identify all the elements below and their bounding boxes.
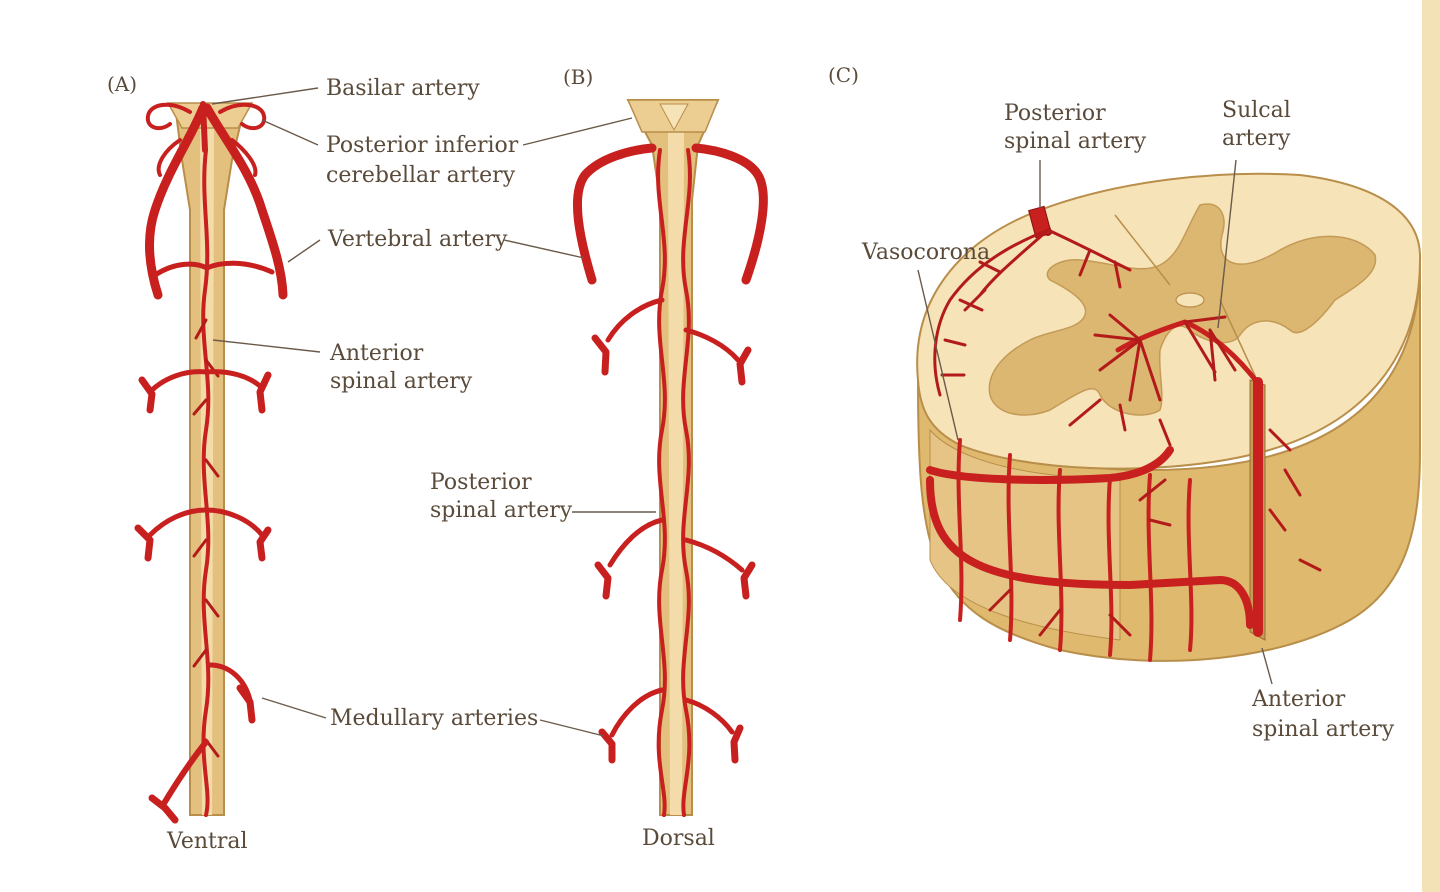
panel-c-vasocorona-top	[933, 228, 1050, 397]
leader-pica	[261, 117, 633, 146]
label-sulcal-line2: artery	[1222, 126, 1291, 151]
panel-a-vertebral-artery-left	[144, 103, 208, 300]
panel-c-vasocorona-ring-upper	[926, 446, 1174, 484]
leader-vasocorona	[917, 269, 959, 441]
panel-a-medullary-artery-2	[147, 507, 265, 538]
panel-a-medullary-artery-1	[149, 369, 265, 393]
panel-c-tag: (C)	[828, 63, 859, 87]
panel-b-medullary-stub-1r	[736, 346, 752, 386]
label-anterior-spinal-c-line2: spinal artery	[1252, 717, 1395, 742]
label-pica-line1: Posterior inferior	[326, 133, 519, 158]
panel-b-dorsal-view	[572, 99, 768, 817]
caption-ventral: Ventral	[166, 829, 248, 854]
panel-a-pica-left	[145, 102, 192, 131]
leader-anterior-spinal-a	[212, 339, 321, 353]
panel-b-posterior-spinal-artery-left	[656, 148, 667, 817]
panel-b-medullary-artery-2	[607, 517, 745, 573]
label-sulcal-line1: Sulcal	[1222, 98, 1291, 123]
panel-a-medullary-stub-3	[236, 684, 256, 724]
panel-b-tag: (B)	[563, 65, 593, 89]
label-posterior-spinal-b-line2: spinal artery	[430, 498, 573, 523]
panel-b-vertebral-artery-right	[691, 143, 768, 285]
panel-c-anterior-median-fissure	[1219, 299, 1258, 381]
panel-a-medullary-stub-1r	[256, 371, 272, 414]
leader-anterior-spinal-c	[1261, 647, 1273, 685]
leader-medullary-arteries	[261, 697, 605, 737]
label-anterior-spinal-c-line1: Anterior	[1251, 687, 1346, 712]
panel-a-tag: (A)	[107, 72, 137, 96]
label-posterior-spinal-c-line1: Posterior	[1004, 101, 1106, 126]
panel-c-central-canal	[1175, 292, 1205, 308]
page-edge-strip	[1422, 0, 1440, 892]
panel-c-posterior-median-sulcus	[1114, 214, 1171, 286]
label-posterior-spinal-b-line1: Posterior	[430, 470, 532, 495]
panel-a-anterior-spinal-artery	[201, 148, 211, 817]
panel-b-cord-highlight	[668, 130, 684, 815]
leader-basilar-artery	[211, 87, 319, 105]
panel-c-side-twigs	[988, 428, 1322, 637]
panel-a-medullary-stub-2l	[134, 524, 154, 562]
panel-c-psa-branches	[963, 228, 1132, 312]
panel-b-medullary-stub-3r	[730, 724, 744, 764]
label-anterior-spinal-a-line2: spinal artery	[330, 369, 473, 394]
panel-b-medullary-stub-3l	[598, 728, 616, 764]
panel-a-cord-vessel-branches	[192, 318, 220, 758]
caption-dorsal: Dorsal	[642, 826, 715, 851]
panel-a-pica-right	[218, 102, 267, 131]
panel-a-medullary-stub-4	[148, 794, 179, 824]
panel-a-vertebral-artery-right	[202, 103, 288, 300]
panel-b-posterior-spinal-artery-right	[681, 148, 692, 817]
panel-a-ventral-view	[134, 101, 288, 824]
leader-sulcal-artery	[1217, 159, 1237, 329]
panel-c-sulcal-branches	[1068, 313, 1237, 447]
panel-b-vertebral-artery-left	[572, 143, 657, 285]
panel-b-medullary-stub-1l	[591, 334, 610, 376]
panel-c-grey-matter	[988, 203, 1377, 416]
panel-c-vasocorona-ring-lower	[926, 476, 1254, 629]
leader-vertebral-artery	[287, 239, 585, 263]
panel-b-medullary-artery-3	[609, 687, 735, 738]
panel-c-vasocorona-verticals	[956, 438, 1194, 662]
panel-a-medullary-stub-2r	[256, 526, 272, 562]
panel-b-medullary-stub-2r	[740, 561, 756, 600]
label-basilar-artery: Basilar artery	[326, 76, 480, 101]
label-pica-line2: cerebellar artery	[326, 163, 516, 188]
panel-a-medullary-artery-4	[160, 739, 209, 808]
panel-c-cord-cross-section	[916, 172, 1422, 662]
label-vasocorona: Vasocorona	[861, 240, 990, 265]
panel-b-brainstem-notch	[659, 103, 689, 132]
panel-a-pica-left-2	[156, 138, 182, 177]
label-vertebral-artery: Vertebral artery	[327, 227, 508, 252]
label-medullary-arteries: Medullary arteries	[330, 706, 538, 731]
panel-a-pica-right-2	[230, 138, 258, 177]
panel-b-medullary-artery-1	[605, 297, 741, 363]
label-posterior-spinal-c-line2: spinal artery	[1004, 129, 1147, 154]
label-anterior-spinal-a-line1: Anterior	[329, 341, 424, 366]
panel-b-medullary-stub-2l	[594, 561, 612, 600]
panel-a-medullary-stub-1l	[138, 376, 156, 414]
